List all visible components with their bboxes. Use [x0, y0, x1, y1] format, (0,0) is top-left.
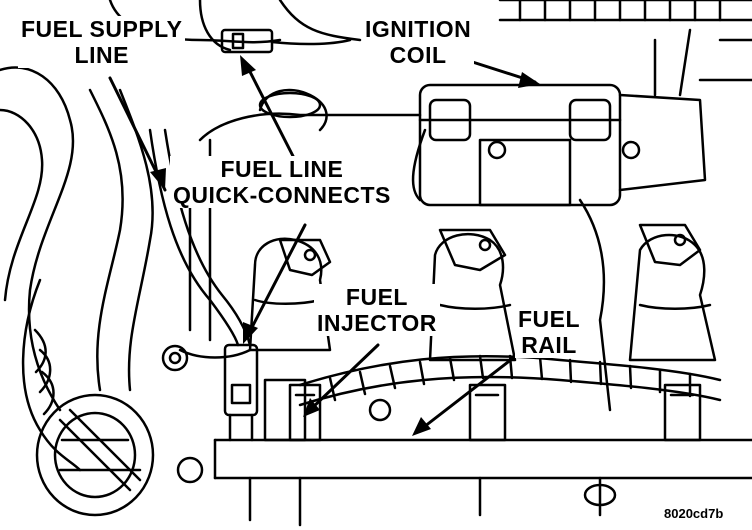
arrowhead-fuel-supply-line	[150, 168, 166, 190]
figure-code: 8020cd7b	[664, 506, 724, 521]
label-ignition-coil-1: IGNITION	[362, 16, 475, 42]
callout-fuel-line-quick-connects: FUEL LINE QUICK-CONNECTS	[170, 156, 394, 208]
label-quick-connects-1: FUEL LINE	[170, 156, 394, 182]
callout-ignition-coil: IGNITION COIL	[362, 16, 475, 68]
spark-plug-boots	[248, 198, 717, 412]
arrowhead-quick-connect-lower	[243, 322, 258, 344]
callout-fuel-injector: FUEL INJECTOR	[314, 284, 440, 336]
left-hose	[0, 66, 154, 472]
arrowhead-fuel-rail	[412, 417, 431, 436]
label-fuel-injector-1: FUEL	[314, 284, 440, 310]
label-fuel-supply-line-1: FUEL SUPPLY	[18, 16, 186, 42]
top-right-grille	[498, 0, 752, 82]
label-fuel-rail-1: FUEL	[515, 306, 584, 332]
leader-arrows	[108, 55, 540, 436]
label-fuel-supply-line-2: LINE	[18, 42, 186, 68]
arrowhead-quick-connect-upper	[240, 55, 256, 76]
arrow-quick-connect-upper	[243, 60, 297, 162]
arrowhead-fuel-injector	[303, 398, 320, 417]
label-fuel-rail-2: RAIL	[515, 332, 584, 358]
top-wiring	[108, 0, 362, 54]
arrow-quick-connect-lower	[246, 223, 307, 337]
reservoir-cap	[35, 393, 155, 517]
callout-fuel-rail: FUEL RAIL	[515, 306, 584, 358]
arrow-fuel-injector	[308, 343, 380, 412]
arrowhead-ignition-coil	[518, 72, 540, 88]
label-quick-connects-2: QUICK-CONNECTS	[170, 182, 394, 208]
wiring-harness	[298, 354, 722, 407]
label-fuel-injector-2: INJECTOR	[314, 310, 440, 336]
fuel-rail	[213, 438, 752, 527]
fuel-injectors	[288, 383, 702, 442]
callout-fuel-supply-line: FUEL SUPPLY LINE	[18, 16, 186, 68]
bolts	[161, 344, 392, 484]
arrow-fuel-rail	[418, 343, 532, 432]
label-ignition-coil-2: COIL	[362, 42, 475, 68]
